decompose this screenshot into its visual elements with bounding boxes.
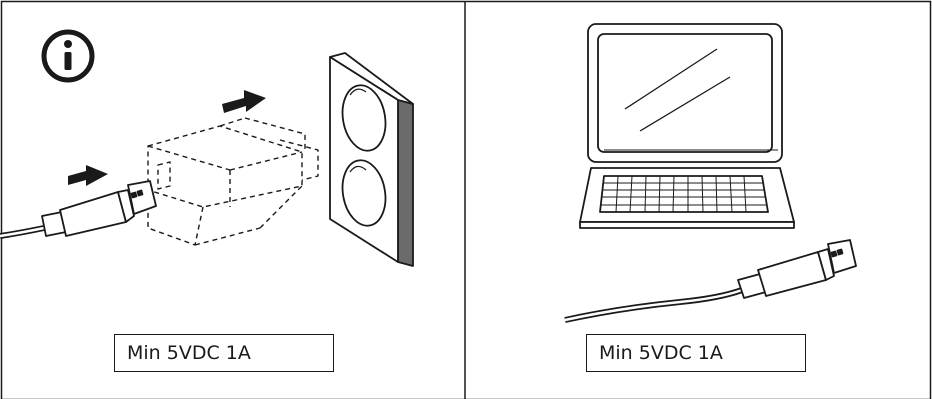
- power-spec-label-left: Min 5VDC 1A: [114, 334, 334, 372]
- info-icon: [41, 29, 95, 83]
- usb-cable-left: [0, 180, 157, 239]
- power-spec-label-right: Min 5VDC 1A: [586, 334, 806, 372]
- power-spec-text-right: Min 5VDC 1A: [599, 342, 723, 364]
- power-spec-text-left: Min 5VDC 1A: [127, 342, 251, 364]
- laptop-illustration: [579, 23, 795, 229]
- wall-adapter-outline: [147, 117, 319, 246]
- usb-cable-right: [564, 239, 857, 323]
- insert-arrow-icon: [68, 90, 266, 186]
- keyboard-grid: [600, 175, 767, 213]
- wall-socket: [329, 52, 414, 267]
